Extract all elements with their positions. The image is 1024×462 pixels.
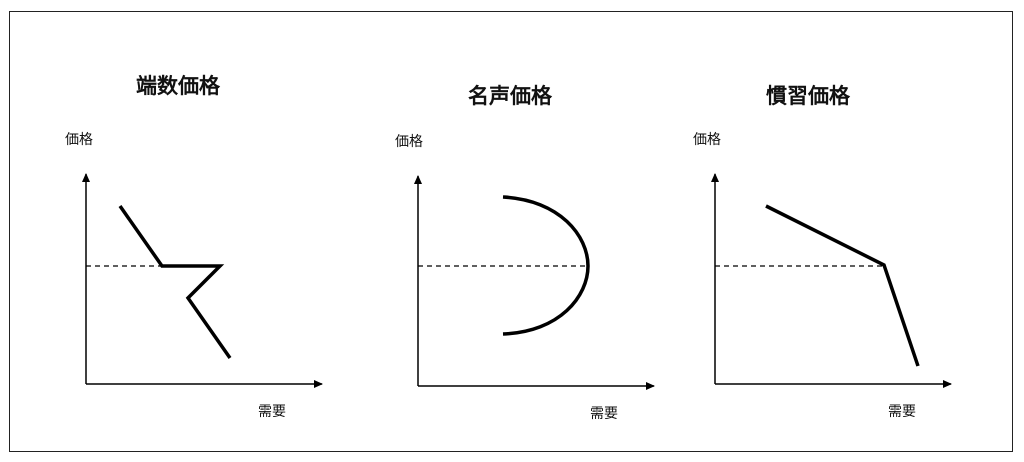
panel-3-title: 慣習価格 <box>766 84 850 108</box>
panel-1-demand-curve <box>118 204 232 360</box>
diagram-frame <box>9 11 1013 452</box>
panel-3-y-axis-label: 価格 <box>693 132 721 148</box>
panel-1-x-axis-label: 需要 <box>258 404 286 420</box>
panel-3-x-axis-label: 需要 <box>888 404 916 420</box>
panel-2-y-axis-label: 価格 <box>395 134 423 150</box>
panel-1-title: 端数価格 <box>136 74 220 98</box>
panel-3-axes <box>711 173 952 388</box>
panel-2-title: 名声価格 <box>468 84 552 108</box>
panel-2-demand-curve <box>502 195 590 336</box>
panel-2-axes <box>414 175 655 390</box>
panel-3-demand-curve <box>765 204 920 367</box>
panel-1-axes <box>82 173 323 388</box>
panel-1-y-axis-label: 価格 <box>65 132 93 148</box>
panel-2-x-axis-label: 需要 <box>590 406 618 422</box>
